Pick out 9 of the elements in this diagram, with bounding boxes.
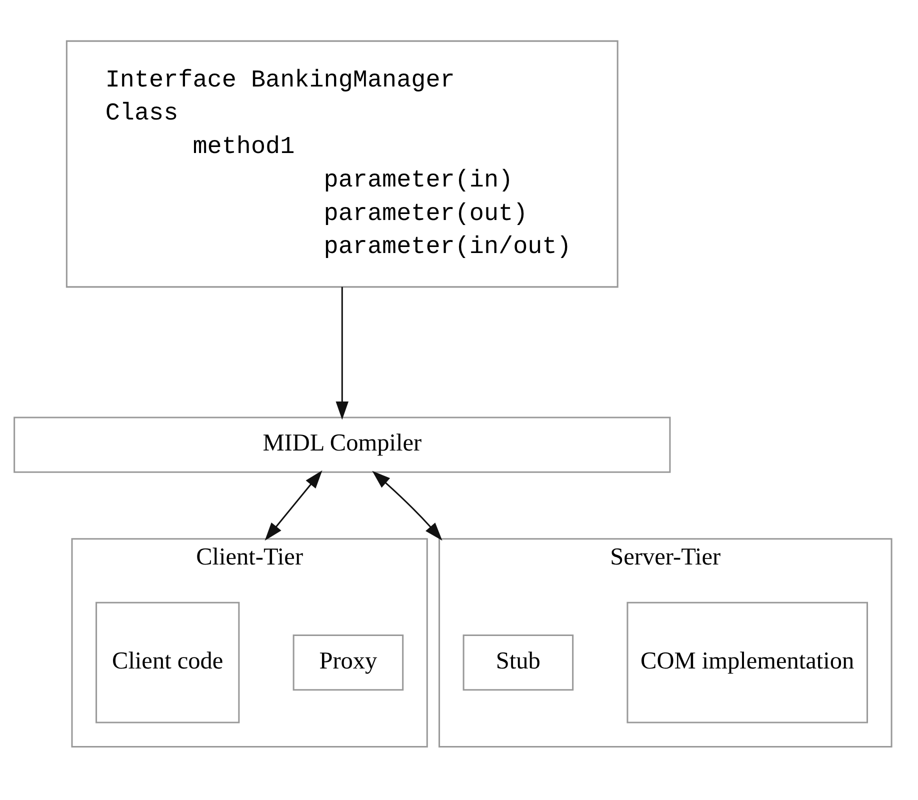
node-box: Proxy	[292, 634, 404, 691]
node-box: Client code	[96, 602, 240, 724]
arrow	[372, 470, 442, 541]
arrow	[336, 286, 349, 420]
node-box: COM implementation	[626, 602, 868, 724]
node-box: Interface BankingManager Class method1 parameter(in) parameter(out) parameter(in/out)	[66, 40, 618, 288]
node-box: MIDL Compiler	[14, 416, 671, 473]
node-box: Stub	[462, 634, 574, 691]
arrow	[264, 470, 322, 541]
